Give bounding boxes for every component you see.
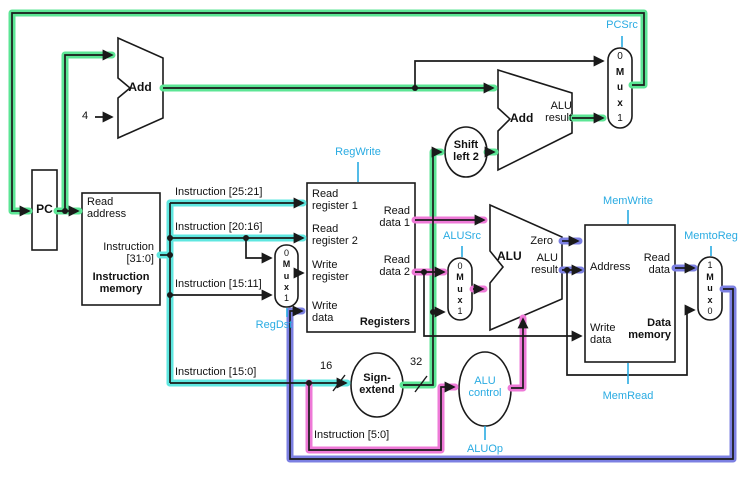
bus-i50-label: Instruction [5:0] [314,429,390,441]
bus-i150-label: Instruction [15:0] [175,366,257,378]
reg-read-register1-label: Read register 1 [312,188,358,212]
bus-i2521-label: Instruction [25:21] [175,186,263,198]
reg-write-register-label: Write register [312,259,349,283]
registers-name-label: Registers [359,316,410,328]
bus-i2016-label: Instruction [20:16] [175,221,263,233]
im-name-label: Instruction memory [92,271,150,295]
dm-address-label: Address [590,261,631,273]
alu-shape [489,203,563,332]
bus-width-16-label: 16 [320,360,333,372]
add-branch-result-label: ALU result [545,100,572,124]
width-slash-16 [332,374,346,392]
memtoreg-signal-label: MemtoReg [684,230,738,242]
alusrc-signal-label: ALUSrc [443,230,481,242]
memwrite-signal-label: MemWrite [603,195,653,207]
bus-i1511-label: Instruction [15:11] [175,278,262,290]
alu-zero-label: Zero [530,235,553,247]
pc4-constant-label: 4 [82,110,89,122]
add-pc4-shape [117,36,164,140]
memread-signal-label: MemRead [602,390,654,402]
reg-write-data-label: Write data [312,300,338,324]
registers-box [306,182,416,333]
aluop-signal-label: ALUOp [466,443,504,455]
component-shapes [31,36,723,427]
alu-result-label: ALU result [531,252,558,276]
im-instruction-out-label: Instruction [31:0] [103,241,154,265]
add-pc4-label: Add [128,80,152,94]
junction-dots [62,85,570,386]
add-branch-label: Add [510,111,534,125]
hl-aluctl-out [507,314,527,392]
sign-extend-label: Sign-extend [359,372,395,396]
width-slash-32 [414,375,428,393]
regwrite-signal-label: RegWrite [335,146,381,158]
alu-label: ALU [497,249,522,263]
instruction-memory-box [81,192,161,306]
reg-read-register2-label: Read register 2 [312,223,358,247]
reg-read-data2-label: Read data 2 [379,254,410,278]
pc-label: PC [36,202,53,216]
regdst-signal-label: RegDst [255,319,293,331]
data-memory-name-label: Data memory [628,317,671,341]
im-read-address-label: Read address [87,196,127,220]
control-signal-stubs [286,36,712,440]
bus-width-32-label: 32 [410,356,423,368]
data-memory-box [584,224,676,363]
dm-write-data-label: Write data [590,322,616,346]
dm-read-data-label: Read data [643,252,670,276]
hl-pc-to-add [61,51,116,215]
reg-read-data1-label: Read data 1 [379,205,410,229]
pcsrc-signal-label: PCSrc [606,19,638,31]
